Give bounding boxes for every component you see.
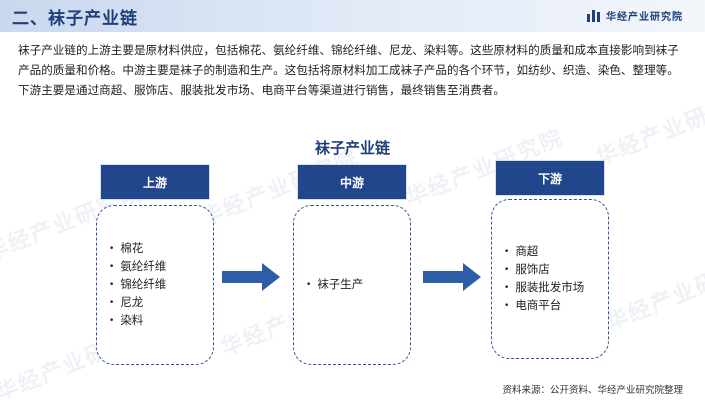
- list-item: 氨纶纤维: [109, 258, 166, 276]
- list-item: 商超: [504, 243, 584, 261]
- right-arrow-icon: [423, 263, 481, 291]
- stage-label-downstream: 下游: [496, 161, 604, 195]
- list-item: 棉花: [109, 240, 166, 258]
- stage-items-midstream: 袜子生产: [306, 276, 363, 294]
- intro-paragraph: 袜子产业链的上游主要是原材料供应，包括棉花、氨纶纤维、锦纶纤维、尼龙、染料等。这…: [18, 43, 679, 97]
- stage-box-midstream: 袜子生产: [293, 205, 411, 365]
- stage-box-upstream: 棉花 氨纶纤维 锦纶纤维 尼龙 染料: [96, 205, 214, 365]
- brand: 华经产业研究院: [587, 8, 683, 23]
- list-item: 尼龙: [109, 294, 166, 312]
- list-item: 染料: [109, 312, 166, 330]
- diagram-title: 袜子产业链: [314, 139, 390, 157]
- stage-items-downstream: 商超 服饰店 服装批发市场 电商平台: [504, 243, 584, 315]
- stage-label-upstream: 上游: [101, 165, 209, 199]
- page-title: 二、袜子产业链: [12, 9, 138, 29]
- list-item: 服装批发市场: [504, 279, 584, 297]
- watermark: 华经产业研究院: [602, 250, 705, 337]
- list-item: 锦纶纤维: [109, 276, 166, 294]
- source-note: 资料来源：公开资料、华经产业研究院整理: [502, 385, 683, 396]
- list-item: 服饰店: [504, 261, 584, 279]
- list-item: 电商平台: [504, 297, 584, 315]
- stage-label-midstream: 中游: [298, 165, 406, 199]
- header-bar: 二、袜子产业链 华经产业研究院: [0, 0, 705, 32]
- brand-name: 华经产业研究院: [606, 12, 683, 23]
- brand-logo-icon: [587, 9, 600, 22]
- stage-items-upstream: 棉花 氨纶纤维 锦纶纤维 尼龙 染料: [109, 240, 166, 330]
- stage-box-downstream: 商超 服饰店 服装批发市场 电商平台: [491, 199, 609, 359]
- right-arrow-icon: [222, 263, 280, 291]
- list-item: 袜子生产: [306, 276, 363, 294]
